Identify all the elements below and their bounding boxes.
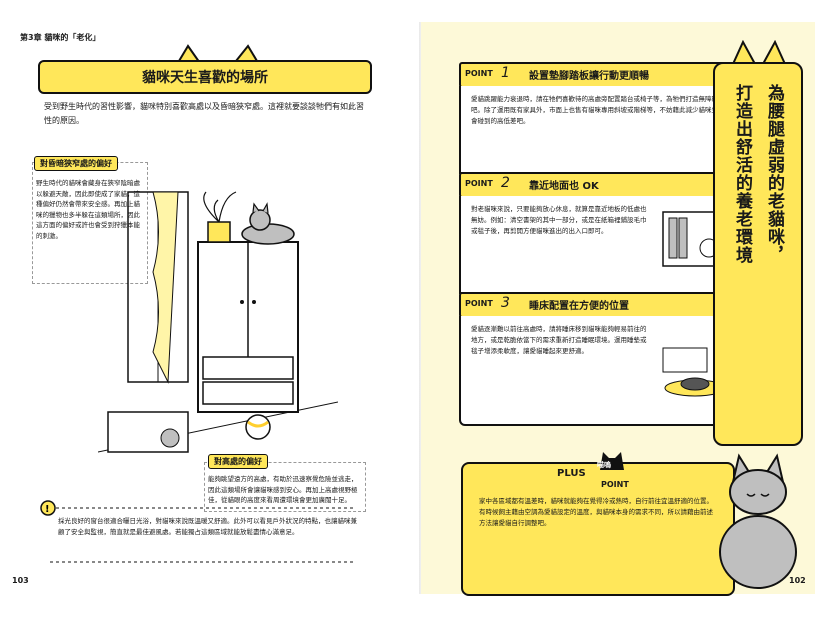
- page-number-left: 103: [12, 576, 29, 585]
- svg-text:!: !: [45, 504, 50, 515]
- point-2-header: POINT 2 靠近地面也 OK: [459, 172, 745, 198]
- vertical-title-line-1: 為腰腿虛弱的老貓咪，: [764, 84, 784, 264]
- tip-text: 採光良好的窗台很適合曬日光浴，對貓咪來說既溫暖又舒適。此外可以看見戶外狀況的特點…: [58, 517, 357, 536]
- plus-point-text: 家中各區域都有溫差時，貓咪就能夠在覺得冷或熱時，自行前往宜溫舒適的位置。有時候飼…: [479, 497, 713, 527]
- point-1-text: 愛貓跳躍能力衰退時，請在牠們喜歡待的高處旁配置踏台或椅子等，為牠們打造無障礙空間…: [471, 95, 731, 125]
- point-2-title: 靠近地面也 OK: [529, 181, 599, 192]
- plus-point-box: PLUS 喵嗚 POINT 家中各區域都有溫差時，貓咪就能夠在覺得冷或熱時，自行…: [461, 452, 735, 596]
- point-1-title: 設置墊腳踏板讓行動更順暢: [529, 71, 649, 82]
- point-3-number: 3: [501, 295, 510, 311]
- cat-head-icon: [600, 452, 624, 470]
- point-2-text: 對老貓咪來說，只要能夠放心休息，就算是靠近地板的低處也無妨。例如：清空書架的其中…: [471, 205, 647, 235]
- sitting-cat-illustration: [719, 453, 797, 589]
- cat-ears-icon: [732, 40, 786, 64]
- plus-label: PLUS: [557, 468, 586, 479]
- vertical-title-line-2: 打造出舒活的養老環境: [732, 84, 752, 264]
- callout-high-label: 對高處的偏好: [208, 454, 268, 469]
- left-page: 第3章 貓咪的「老化」 貓咪天生喜歡的場所 受到野生時代的習性影響，貓咪特別喜歡…: [8, 22, 420, 594]
- callout-high-text: 能夠眺望遠方的高處，有助於迅速察覺危險並逃走，因此這類場所會讓貓咪感到安心。再加…: [208, 475, 358, 504]
- room-illustration: [98, 191, 338, 453]
- point-3-header: POINT 3 睡床配置在方便的位置: [459, 292, 745, 318]
- point-2-body: 對老貓咪來說，只要能夠放心休息，就算是靠近地板的低處也無妨。例如：清空書架的其中…: [459, 196, 745, 294]
- page-number-right: 102: [789, 576, 806, 585]
- point-3-body: 愛貓逐漸難以前往高處時，請將睡床移到貓咪能夠輕易前往的地方，或是乾脆依當下的需求…: [459, 316, 745, 426]
- point-2-number: 2: [501, 175, 510, 191]
- callout-high-frame: [204, 462, 366, 512]
- tip-frame: !: [40, 500, 356, 563]
- plus-point-word: POINT: [601, 480, 629, 489]
- point-1-header: POINT 1 設置墊腳踏板讓行動更順暢: [459, 62, 745, 88]
- point-3-text: 愛貓逐漸難以前往高處時，請將睡床移到貓咪能夠輕易前往的地方，或是乾脆依當下的需求…: [471, 325, 647, 355]
- bed-cat-illustration: [662, 347, 726, 397]
- callout-dark-label: 對昏暗狹窄處的偏好: [34, 156, 118, 171]
- point-3-title: 睡床配置在方便的位置: [529, 301, 629, 312]
- callout-dark-text: 野生時代的貓咪會藏身在狹窄陰暗處以躲避天敵，因此即使成了家貓，這種偏好仍然會帶來…: [36, 179, 140, 240]
- chapter-header: 第3章 貓咪的「老化」: [20, 33, 101, 42]
- point-1-body: 愛貓跳躍能力衰退時，請在牠們喜歡待的高處旁配置踏台或椅子等，為牠們打造無障礙空間…: [459, 86, 745, 174]
- intro-text: 受到野生時代的習性影響，貓咪特別喜歡高處以及昏暗狹窄處。這裡就要談談牠們有如此習…: [44, 102, 364, 125]
- page-title: 貓咪天生喜歡的場所: [38, 60, 372, 94]
- point-1-number: 1: [501, 65, 510, 81]
- right-page: POINT 1 設置墊腳踏板讓行動更順暢 愛貓跳躍能力衰退時，請在牠們喜歡待的高…: [421, 22, 815, 596]
- plus-badge: 喵嗚: [597, 461, 611, 469]
- vertical-title-banner: 為腰腿虛弱的老貓咪， 打造出舒活的養老環境: [713, 62, 803, 446]
